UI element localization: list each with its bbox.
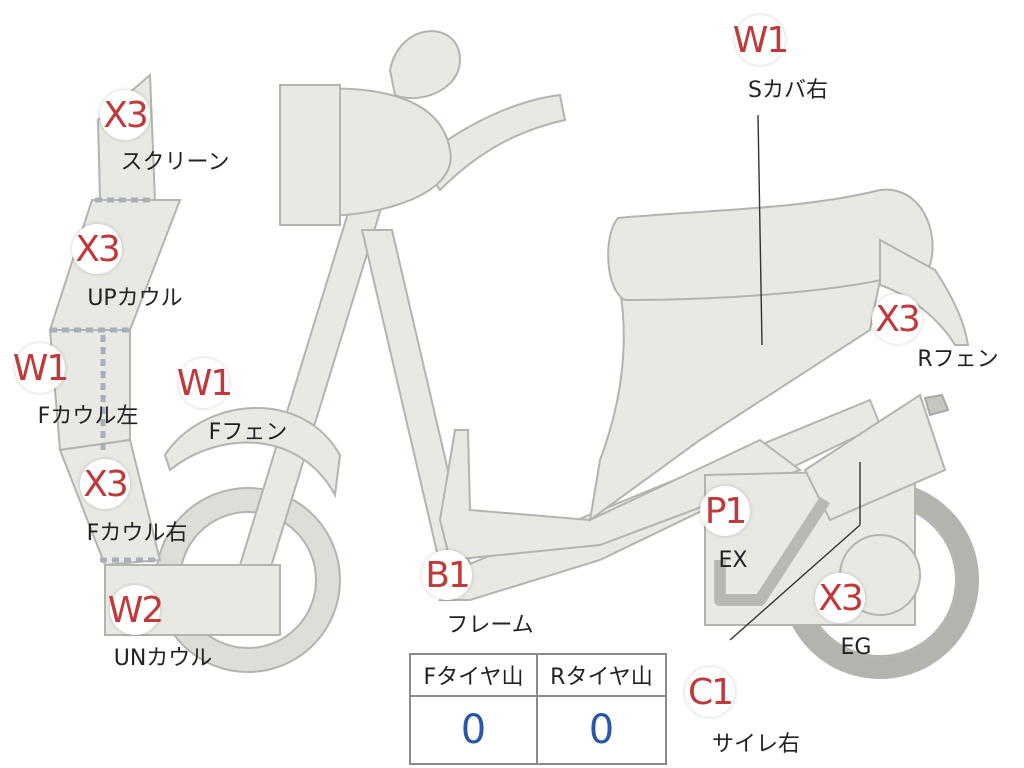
- label-exhaust: EX: [718, 548, 748, 573]
- label-un-cowl: UNカウル: [113, 646, 213, 671]
- mirror-shape: [388, 30, 462, 100]
- label-r-fender: Rフェン: [917, 347, 999, 372]
- handlebar-shape: [418, 93, 567, 192]
- code-badge-f-fender: W1: [177, 358, 233, 408]
- leader-silencer: [729, 524, 861, 641]
- front-tire-tread-header: Fタイヤ山: [411, 655, 538, 697]
- code-badge-s-cover-right: W1: [733, 15, 789, 65]
- code-badge-silencer-right: C1: [685, 667, 735, 717]
- silencer-tip: [923, 393, 950, 417]
- label-s-cover-right: Sカバ右: [748, 78, 828, 103]
- code-badge-frame: B1: [422, 550, 472, 600]
- floor-step-shape: [438, 429, 803, 562]
- tire-tread-table: Fタイヤ山 Rタイヤ山 0 0: [409, 653, 667, 765]
- headlight-lens: [279, 84, 341, 226]
- front-tire-tread-value: 0: [411, 697, 538, 763]
- rear-tire-tread-value: 0: [588, 707, 615, 753]
- label-silencer-right: サイレ右: [711, 732, 801, 757]
- front-fender-shape: [163, 407, 342, 499]
- exhaust-pipe: [714, 496, 831, 606]
- code-badge-un-cowl: W2: [108, 585, 164, 635]
- code-badge-up-cowl: X3: [72, 224, 122, 274]
- label-f-fender: Fフェン: [208, 420, 288, 445]
- label-up-cowl: UPカウル: [87, 286, 183, 311]
- code-badge-r-fender: X3: [872, 294, 922, 344]
- code-badge-f-cowl-right: X3: [80, 459, 130, 509]
- code-badge-engine: X3: [815, 573, 865, 623]
- label-f-cowl-left: Fカウル左: [37, 404, 139, 429]
- seat-shape: [607, 188, 934, 302]
- label-engine: EG: [840, 635, 872, 660]
- code-badge-screen: X3: [100, 90, 150, 140]
- leader-s-cover: [757, 114, 763, 346]
- rear-tire-tread-header: Rタイヤ山: [538, 655, 665, 697]
- label-f-cowl-right: Fカウル右: [86, 521, 188, 546]
- side-cover-shape: [588, 278, 882, 523]
- label-frame: フレーム: [446, 613, 534, 638]
- code-badge-f-cowl-left: W1: [13, 343, 69, 393]
- code-badge-exhaust: P1: [700, 486, 750, 536]
- label-screen: スクリーン: [120, 150, 230, 175]
